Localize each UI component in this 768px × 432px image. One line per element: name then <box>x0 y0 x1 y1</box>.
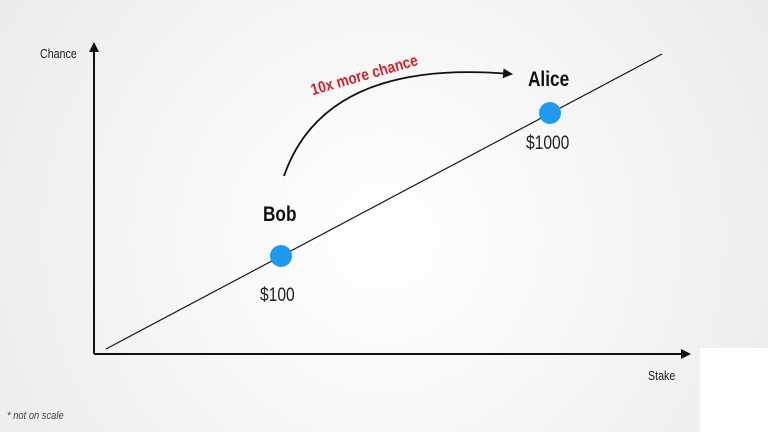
y-axis-arrow-icon <box>89 42 99 52</box>
alice-value-label: $1000 <box>526 133 570 154</box>
y-axis-label: Chance <box>40 46 77 61</box>
bob-value-label: $100 <box>260 285 295 306</box>
bob-name-label: Bob <box>263 203 297 226</box>
corner-patch <box>700 348 768 432</box>
bob-point <box>270 245 292 267</box>
alice-name-label: Alice <box>528 68 570 91</box>
curved-arrow-icon <box>283 68 513 177</box>
trend-line <box>105 53 663 350</box>
x-axis-label: Stake <box>648 368 676 383</box>
x-axis-arrow-icon <box>681 349 691 359</box>
scale-footnote: * not on scale <box>7 410 64 422</box>
alice-point <box>539 102 561 124</box>
